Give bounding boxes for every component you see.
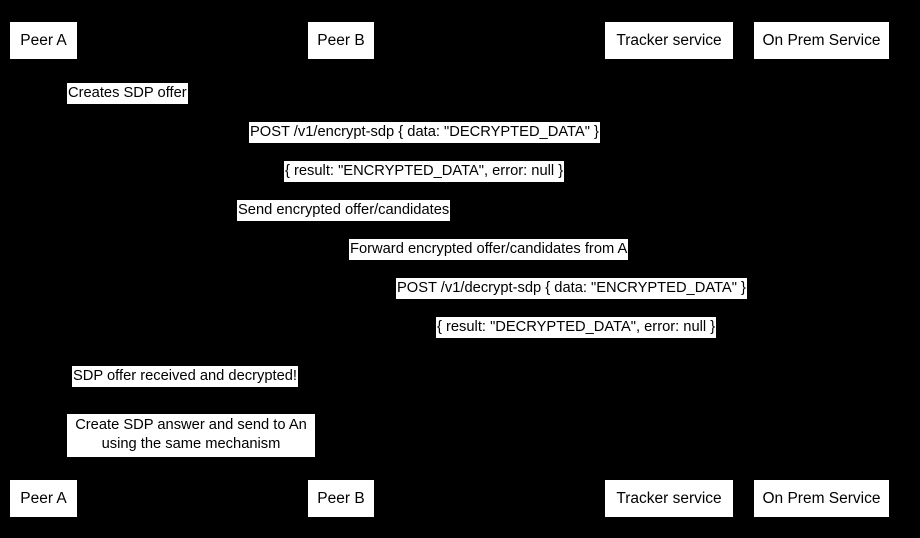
lifeline-on-prem-service (821, 59, 822, 479)
message-label-create-sdp-answer-line1: Create SDP answer and send to An (75, 417, 307, 433)
lifeline-tracker-service (669, 59, 670, 479)
message-label-encrypt-sdp-result: { result: "ENCRYPTED_DATA", error: null … (284, 161, 565, 182)
message-label-sdp-offer-received: SDP offer received and decrypted! (72, 366, 298, 387)
message-label-creates-sdp-offer: Creates SDP offer (67, 83, 188, 104)
message-label-send-encrypted-offer: Send encrypted offer/candidates (237, 200, 451, 221)
participant-peer-b-bottom[interactable]: Peer B (308, 480, 374, 517)
participant-peer-a-top[interactable]: Peer A (10, 22, 77, 59)
message-label-post-encrypt-sdp: POST /v1/encrypt-sdp { data: "DECRYPTED_… (249, 122, 600, 143)
participant-on-prem-service-top[interactable]: On Prem Service (754, 22, 889, 59)
lifeline-peer-a (43, 59, 44, 479)
participant-tracker-service-top[interactable]: Tracker service (605, 22, 733, 59)
message-label-create-sdp-answer: Create SDP answer and send to An using t… (67, 414, 315, 457)
lifeline-peer-b (340, 59, 341, 479)
participant-on-prem-service-bottom[interactable]: On Prem Service (754, 480, 889, 517)
message-label-post-decrypt-sdp: POST /v1/decrypt-sdp { data: "ENCRYPTED_… (396, 278, 747, 299)
message-label-forward-encrypted-offer: Forward encrypted offer/candidates from … (349, 239, 629, 260)
participant-tracker-service-bottom[interactable]: Tracker service (605, 480, 733, 517)
message-label-create-sdp-answer-line2: using the same mechanism (101, 436, 281, 452)
participant-peer-b-top[interactable]: Peer B (308, 22, 374, 59)
participant-peer-a-bottom[interactable]: Peer A (10, 480, 77, 517)
message-label-decrypt-sdp-result: { result: "DECRYPTED_DATA", error: null … (436, 317, 717, 338)
